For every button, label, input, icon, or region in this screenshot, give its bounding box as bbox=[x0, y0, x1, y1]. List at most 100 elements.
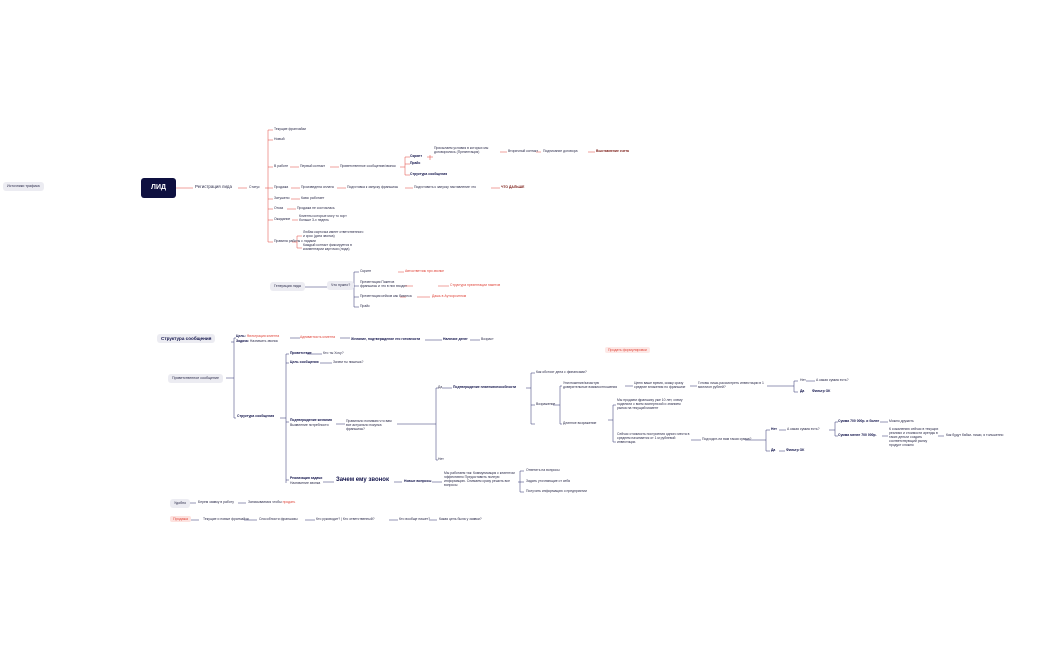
filter-ok[interactable]: Фильтр ОК bbox=[812, 389, 831, 393]
what-sum[interactable]: А какая сумма есть? bbox=[816, 378, 849, 382]
no-3[interactable]: Нет bbox=[771, 427, 777, 431]
greeting-call[interactable]: Приветственное сообщение/звонок bbox=[340, 164, 396, 168]
ready-invest[interactable]: Готовы лишь рассмотреть инвестиции в 1 м… bbox=[698, 381, 764, 389]
gen-packages[interactable]: Презентация Пакетов франшизы и что в них… bbox=[360, 280, 407, 288]
gen-cases[interactable]: Презентация кейсов как бизнеса bbox=[360, 294, 412, 298]
status-in-work[interactable]: В работе bbox=[274, 164, 289, 168]
sales-leader[interactable]: Кто руководит? | Кто ответственный? bbox=[316, 517, 375, 521]
sales-who[interactable]: Кто вообще пишет? bbox=[399, 517, 431, 521]
lead-registration[interactable]: Регистрация лида bbox=[195, 184, 232, 189]
dead-note[interactable]: Каюс работает bbox=[301, 196, 325, 200]
chain-money[interactable]: Наличие денег bbox=[443, 337, 468, 341]
task-value: Назначить звонок bbox=[249, 339, 278, 343]
waiting-note[interactable]: Клиенты которые могу то хорт больше 3-х … bbox=[299, 214, 347, 222]
status-rules[interactable]: Правила работы с лидами bbox=[274, 239, 316, 243]
generation-node[interactable]: Генерация лида bbox=[270, 282, 305, 291]
status-sale[interactable]: Продажа bbox=[274, 185, 289, 189]
convenient-node[interactable]: Удобно bbox=[170, 499, 191, 508]
rule-2[interactable]: Каждый контакт фиксируется в комментарии… bbox=[303, 243, 352, 251]
yes-3[interactable]: Да bbox=[771, 448, 776, 452]
realize-task[interactable]: Реализация задачи bbox=[290, 476, 323, 480]
yes-2[interactable]: Да bbox=[800, 389, 805, 393]
who-are-you[interactable]: Кто ты Хочу? bbox=[323, 351, 344, 355]
can-better[interactable]: Можно дружить bbox=[889, 419, 914, 423]
sales-goal[interactable]: Какая цель была у заявки? bbox=[439, 517, 482, 521]
sales-current[interactable]: Текущие и новые франчайзи bbox=[203, 517, 249, 521]
msg-structure-node[interactable]: Структура сообщения bbox=[410, 172, 448, 176]
prep-launch[interactable]: Подготовка к запуску франшизы bbox=[347, 185, 399, 189]
confirm-finance[interactable]: Подтверждение платежеспособности bbox=[453, 385, 517, 389]
rule-1[interactable]: Любая карточка имеет ответственного и ср… bbox=[303, 230, 364, 238]
lead-status[interactable]: Статус bbox=[249, 185, 260, 189]
how-bigger[interactable]: Как будут бабки- пиши, я тольшенно bbox=[946, 433, 1004, 437]
convert-tag[interactable]: Продать формулировки bbox=[605, 347, 650, 353]
how-finance[interactable]: Как обстоят дела с финансами? bbox=[536, 370, 587, 374]
sent-materials[interactable]: Присылаем условия в которых мы договорил… bbox=[434, 146, 489, 154]
sum-less: Сумма менее 700 000р. bbox=[838, 433, 877, 438]
fit-sum[interactable]: Подходит-ли вам такая сумма? bbox=[702, 437, 752, 441]
what-sum-2[interactable]: А какая сумма есть? bbox=[787, 427, 820, 431]
now-cost[interactable]: Сейчас стоимость построения одного места… bbox=[617, 432, 690, 444]
assign-call[interactable]: Назначение звонка bbox=[290, 481, 321, 485]
ask-time[interactable]: Ценю ваше время, скажу сразу средние вло… bbox=[634, 381, 686, 389]
confirm-question[interactable]: Правильно понимаю что вам все актуально … bbox=[346, 419, 392, 431]
sales-node[interactable]: Продажа bbox=[170, 516, 191, 522]
second-contact[interactable]: Вторичный контакт bbox=[508, 149, 538, 153]
purpose[interactable]: Цель сообщения bbox=[290, 360, 319, 364]
gen-script[interactable]: Скрипт bbox=[360, 269, 372, 273]
sell-text[interactable]: Мы продаем франшизу уже 10 лет, схему по… bbox=[617, 398, 683, 410]
status-new[interactable]: Новый bbox=[274, 137, 285, 141]
status-current[interactable]: Текущие франчайзи bbox=[274, 127, 306, 131]
payment-done[interactable]: Произведена оплата bbox=[301, 185, 334, 189]
price-node[interactable]: Прайс bbox=[410, 161, 421, 165]
chain-age[interactable]: Возраст bbox=[481, 337, 494, 341]
lead-root-node[interactable]: ЛИД bbox=[141, 178, 176, 198]
sum-more-text: Сумма 700 000р. и более bbox=[838, 419, 880, 423]
welcome-msg-node[interactable]: Приветственное сообщение bbox=[168, 374, 224, 383]
note-sell: Записываемся чтобы bbox=[248, 500, 282, 504]
regret-text[interactable]: К сожалению сейчас в текущих реалиях и с… bbox=[889, 427, 939, 447]
invoice[interactable]: Выставление счета bbox=[596, 149, 629, 153]
sum-more: Сумма 700 000р. и более bbox=[838, 419, 880, 424]
status-refusal[interactable]: Отказ bbox=[274, 206, 284, 210]
script-node[interactable]: Скрипт bbox=[410, 154, 423, 158]
whats-next[interactable]: ЧТО ДАЛЬШЕ bbox=[501, 185, 525, 189]
objection[interactable]: Возражение bbox=[536, 402, 556, 406]
msg-structure[interactable]: Структура сообщения bbox=[237, 414, 275, 418]
chain-adequacy[interactable]: Адекватность клиента bbox=[300, 335, 336, 339]
gen-price[interactable]: Прайс bbox=[360, 304, 370, 308]
filter-ok-2[interactable]: Фильтр ОК bbox=[786, 448, 805, 452]
no-2[interactable]: Нет bbox=[800, 378, 806, 382]
refusal-note[interactable]: Продажа не состоялась bbox=[297, 206, 335, 210]
gen-outsourcing[interactable]: Дашь в Аутсорсингом bbox=[432, 294, 467, 298]
prep-launch-guide[interactable]: Подготовить к запуску наставление что bbox=[414, 185, 476, 189]
confirm-need[interactable]: Выявление потребности bbox=[290, 423, 329, 427]
structure-title[interactable]: Структура сообщения bbox=[157, 334, 216, 343]
greeting[interactable]: Приветствие bbox=[290, 351, 312, 355]
goal-value: Фильтрация клиента bbox=[246, 334, 280, 338]
yes-1[interactable]: Да bbox=[438, 385, 443, 389]
why-call[interactable]: Зачем ему звонок bbox=[336, 477, 389, 483]
gen-pres-structure[interactable]: Структура презентации пакетов bbox=[450, 283, 501, 287]
confirm-desire[interactable]: Подтверждение желания bbox=[290, 418, 333, 422]
status-waiting[interactable]: Ожидание bbox=[274, 217, 291, 221]
works-text[interactable]: Мы работаем так: Коммуникация с клиентом… bbox=[444, 471, 515, 487]
status-dead[interactable]: Затушено bbox=[274, 196, 290, 200]
take-work[interactable]: Берем заявку в работу bbox=[198, 500, 234, 504]
long-explain[interactable]: Длинное возражение bbox=[563, 421, 597, 425]
first-contact[interactable]: Первый контакт bbox=[300, 164, 326, 168]
no-1[interactable]: Нет bbox=[438, 457, 444, 461]
contract-signing[interactable]: Подписание договора bbox=[543, 149, 578, 153]
sales-abilities[interactable]: Способности франшизы bbox=[259, 517, 298, 521]
gen-autoresponder[interactable]: Автоответчик при звонке bbox=[405, 269, 444, 273]
sources-node[interactable]: Источники трафика bbox=[3, 182, 44, 191]
hidden-objection[interactable]: Уничтожение/зачастую доверительные взаим… bbox=[563, 381, 618, 389]
answer-questions[interactable]: Ответить на вопросы bbox=[526, 468, 560, 472]
get-info[interactable]: Получить информацию о предприятии bbox=[526, 489, 587, 493]
new-questions[interactable]: Новые вопросы bbox=[404, 479, 432, 483]
what-needed-node[interactable]: Что нужно? bbox=[327, 281, 355, 290]
chain-desire[interactable]: Желание, подтверждение его готовности bbox=[351, 337, 421, 341]
task-line: Задача: Назначить звонок bbox=[236, 339, 278, 344]
hear-you[interactable]: Задать уточняющие от себя bbox=[526, 479, 571, 483]
why-write[interactable]: Зачем ты пишешь? bbox=[333, 360, 364, 364]
